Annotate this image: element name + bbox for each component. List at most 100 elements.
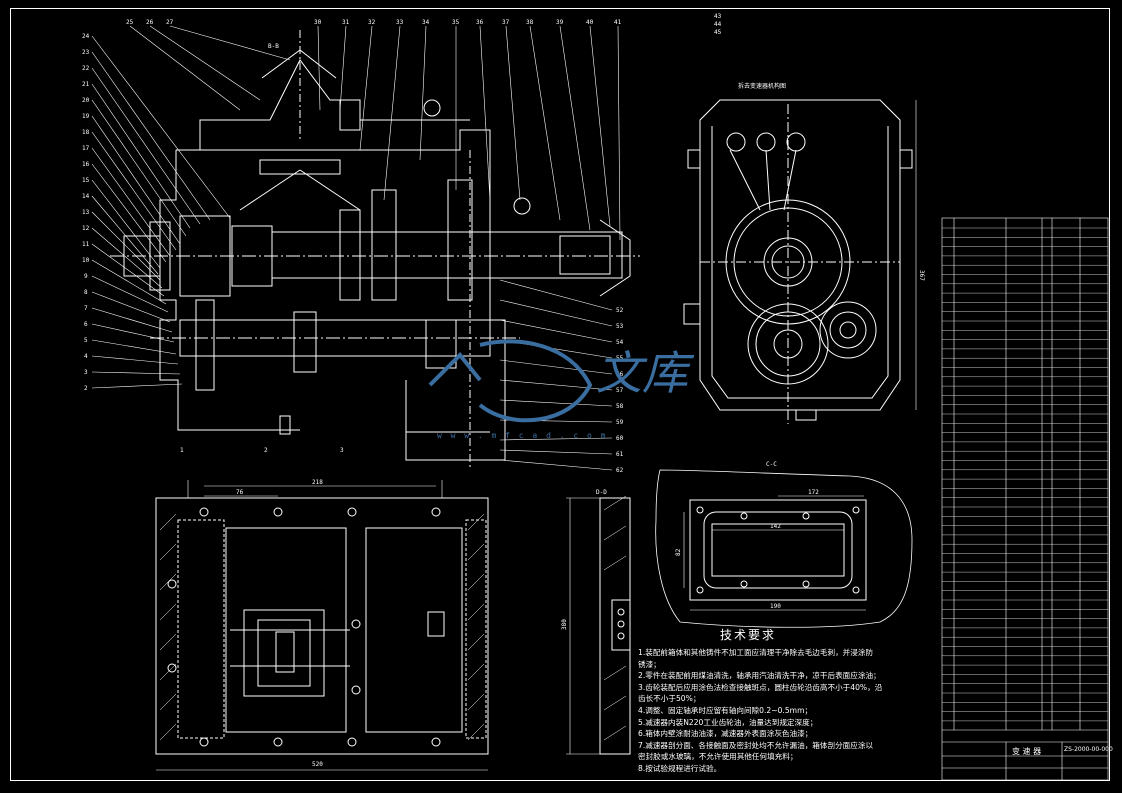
parts-list-rows: [942, 227, 1108, 722]
watermark-cn: 文库: [596, 346, 688, 400]
svg-text:11: 11: [82, 241, 90, 248]
svg-text:38: 38: [526, 19, 534, 26]
main-section-view: [110, 30, 640, 470]
leader-lines-top: [129, 25, 621, 241]
svg-text:34: 34: [422, 19, 430, 26]
svg-text:33: 33: [396, 19, 404, 26]
svg-text:17: 17: [82, 145, 90, 152]
technical-requirements: 技术要求 1.装配前箱体和其他铸件不加工面应清理干净除去毛边毛刺，并浸涂防 锈漆…: [638, 626, 938, 775]
tech-requirements-title: 技术要求: [720, 628, 777, 642]
title-block-drawing-no: ZS-2000-00-000: [1064, 746, 1113, 753]
dim-plate-bottom: 520: [312, 761, 323, 768]
tech-line: 6.箱体内壁涂耐油油漆，减速器外表面涂灰色油漆；: [638, 729, 813, 739]
svg-text:26: 26: [146, 19, 154, 26]
svg-text:37: 37: [502, 19, 510, 26]
svg-text:14: 14: [82, 193, 90, 200]
plate-top-view: [155, 480, 489, 771]
plate-hatching: [159, 513, 485, 741]
svg-text:53: 53: [616, 323, 624, 330]
svg-text:10: 10: [82, 257, 90, 264]
svg-text:4: 4: [84, 353, 88, 360]
leader-lines-left: [91, 35, 231, 389]
svg-text:1: 1: [180, 447, 184, 454]
svg-text:44: 44: [714, 21, 722, 28]
svg-text:25: 25: [126, 19, 134, 26]
svg-text:20: 20: [82, 97, 90, 104]
svg-text:8: 8: [84, 289, 88, 296]
watermark-logo: [428, 339, 593, 423]
svg-text:41: 41: [614, 19, 622, 26]
drawing-border: [10, 8, 1110, 781]
svg-text:57: 57: [616, 387, 624, 394]
label-d-d: D-D: [596, 489, 607, 496]
svg-text:3: 3: [340, 447, 344, 454]
label-right-view: 拆去变速器机构图: [738, 82, 786, 90]
section-labels: B-B 拆去变速器机构图 C-C D-D: [268, 43, 786, 496]
dimension-labels: 367 520 218 76 380 190 142 172 82: [236, 270, 925, 768]
svg-text:55: 55: [616, 355, 624, 362]
label-c-c: C-C: [766, 461, 777, 468]
svg-text:27: 27: [166, 19, 174, 26]
dim-cover-width: 190: [770, 603, 781, 610]
svg-text:18: 18: [82, 129, 90, 136]
svg-text:2: 2: [84, 385, 88, 392]
right-side-view: [683, 99, 917, 424]
label-b-b: B-B: [268, 43, 279, 50]
svg-text:39: 39: [556, 19, 564, 26]
c-c-cover-detail: [655, 469, 913, 628]
svg-text:43: 43: [714, 13, 722, 20]
svg-text:59: 59: [616, 419, 624, 426]
svg-text:36: 36: [476, 19, 484, 26]
svg-text:9: 9: [84, 273, 88, 280]
svg-text:62: 62: [616, 467, 624, 474]
dim-cover-offset: 172: [808, 489, 819, 496]
svg-text:16: 16: [82, 161, 90, 168]
tech-line: 密封胶或水玻璃，不允许使用其他任何填充料；: [638, 752, 798, 762]
leader-lines-right: [499, 279, 613, 471]
parts-list-table: [941, 217, 1109, 781]
svg-text:19: 19: [82, 113, 90, 120]
svg-text:2: 2: [264, 447, 268, 454]
svg-text:12: 12: [82, 225, 90, 232]
svg-text:30: 30: [314, 19, 322, 26]
svg-text:54: 54: [616, 339, 624, 346]
svg-text:52: 52: [616, 307, 624, 314]
svg-text:3: 3: [84, 369, 88, 376]
svg-text:21: 21: [82, 81, 90, 88]
tech-line: 4.调整、固定轴承时应留有轴向间隙0.2~0.5mm；: [638, 705, 813, 715]
svg-text:32: 32: [368, 19, 376, 26]
d-d-section: [566, 495, 631, 755]
svg-text:58: 58: [616, 403, 624, 410]
svg-text:60: 60: [616, 435, 624, 442]
dim-cover-side: 82: [675, 548, 682, 556]
tech-line: 2.零件在装配前用煤油清洗，轴承用汽油清洗干净，凉干后表面应涂油；: [638, 671, 881, 681]
dim-plate-top: 218: [312, 479, 323, 486]
dim-plate-sub: 76: [236, 489, 244, 496]
tech-line: 1.装配前箱体和其他铸件不加工面应清理干净除去毛边毛刺，并浸涂防: [638, 648, 874, 657]
dim-right-height: 367: [918, 270, 925, 281]
part-number-labels: 24 23 22 21 20 19 18 17 16 15 14 13 12 1…: [82, 13, 722, 474]
tech-line: 锈漆；: [638, 659, 661, 669]
svg-text:23: 23: [82, 49, 90, 56]
svg-text:35: 35: [452, 19, 460, 26]
svg-text:6: 6: [84, 321, 88, 328]
svg-text:31: 31: [342, 19, 350, 26]
watermark-url: w w w . m f c a d . c o m: [437, 431, 608, 440]
svg-text:13: 13: [82, 209, 90, 216]
tech-line: 齿长不小于50%；: [638, 694, 701, 704]
title-block-name: 变 速 器: [1012, 747, 1042, 756]
svg-text:40: 40: [586, 19, 594, 26]
svg-text:45: 45: [714, 29, 722, 36]
tech-line: 7.减速器剖分面、各接触面及密封处均不允许漏油，箱体剖分面应涂以: [638, 740, 874, 750]
svg-text:15: 15: [82, 177, 90, 184]
tech-line: 8.按试验规程进行试验。: [638, 763, 722, 773]
svg-text:24: 24: [82, 33, 90, 40]
tech-line: 3.齿轮装配后应用涂色法检查接触斑点，圆柱齿轮沿齿高不小于40%，沿: [638, 682, 883, 692]
dim-cover-inner: 142: [770, 523, 781, 530]
tech-line: 5.减速器内装N220工业齿轮油，油量达到规定深度；: [638, 717, 818, 727]
dim-plate-height: 380: [561, 619, 568, 630]
svg-text:56: 56: [616, 371, 624, 378]
svg-text:7: 7: [84, 305, 88, 312]
